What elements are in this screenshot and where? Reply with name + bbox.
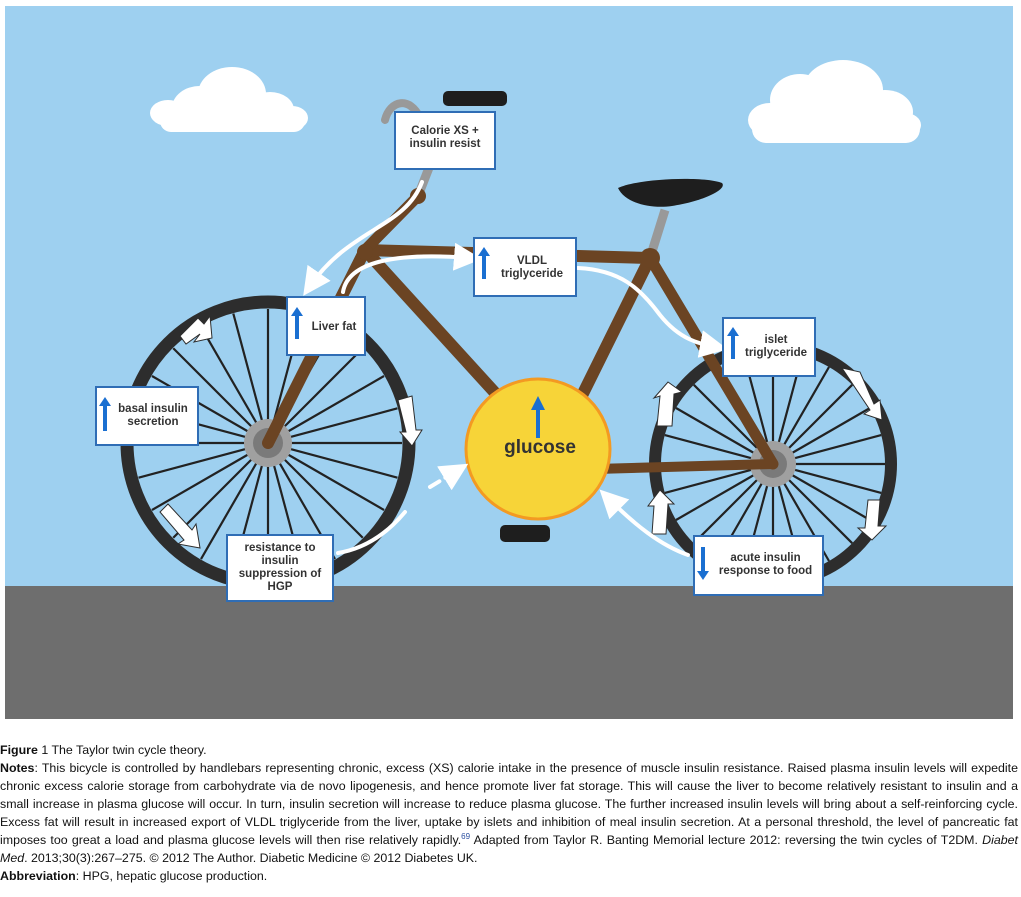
box-calorie-xs: Calorie XS + insulin resist [394,111,496,170]
abbreviation-label: Abbreviation [0,869,76,883]
wheel-spoke [200,326,259,427]
glucose-up-arrowhead [531,396,545,410]
wheel-spoke [200,459,259,560]
wheel-spoke [281,347,364,430]
frame-joint-top [357,244,373,260]
glucose-circle [464,377,612,521]
ground [5,586,1013,719]
bicycle-illustration [5,6,1013,719]
box-liver-fat-label: Liver fat [311,321,357,333]
figure-title: The Taylor twin cycle theory. [51,743,207,757]
wheel-spoke [789,407,871,455]
figure-number: 1 [41,743,49,757]
wheel-rotation-arrows [159,314,888,549]
up-arrow-icon [291,307,303,339]
wheel-spoke [287,407,398,439]
wheel-spoke [281,456,364,539]
bike-seat [618,178,723,207]
flow-arrows [303,180,728,557]
glucose-label: glucose [504,437,576,458]
notes-text: : This bicycle is controlled by handleba… [0,761,1018,847]
cloud-left [150,67,308,132]
wheel-spoke [786,477,853,544]
up-arrow-icon [478,247,490,279]
handlebar-grip [443,91,507,106]
wheel-spoke [782,366,830,448]
wheel-spoke [287,447,398,479]
box-islet: islet triglyceride [722,317,816,377]
box-liver-fat: Liver fat [286,296,366,356]
adapted-text: Adapted from Taylor R. Banting Memorial … [470,833,983,847]
caption-notes: Notes: This bicycle is controlled by han… [0,759,1018,867]
pedal [500,525,550,542]
wheel-spoke [172,347,255,430]
wheel-spoke [693,384,760,451]
wheel-spoke [284,452,385,511]
box-islet-label: islet triglyceride [745,334,807,359]
wheel-spoke [786,384,853,451]
wheel-spoke [664,468,754,495]
abbreviation-text: : HPG, hepatic glucose production. [75,869,268,883]
box-resistance: resistance to insulin suppression of HGP [226,534,334,602]
frame-joint-seat [640,248,660,268]
up-arrow-icon [727,327,739,359]
figure-caption: Figure 1 The Taylor twin cycle theory. N… [0,741,1018,885]
wheel-spoke [232,313,264,424]
journal-name: Diabet Med [0,833,1018,865]
figure-label: Figure [0,743,38,757]
wheel-spoke [284,375,385,434]
cloud-right [748,60,921,143]
citation-text: . 2013;30(3):267–275. © 2012 The Author.… [24,851,478,865]
wheel-spoke [792,433,882,460]
wheel-spoke [138,447,249,479]
wheel-spoke [664,433,754,460]
box-acute-insulin: acute insulin response to food [693,535,824,596]
box-vldl: VLDL triglyceride [473,237,577,297]
wheel-spoke [151,452,252,511]
box-calorie-xs-label: Calorie XS + insulin resist [409,125,481,150]
wheel-spoke [792,468,882,495]
down-arrow-icon [697,547,709,580]
notes-label: Notes [0,761,35,775]
box-basal-insulin-label: basal insulin secretion [118,403,188,428]
box-resistance-label: resistance to insulin suppression of HGP [238,542,322,593]
box-vldl-label: VLDL triglyceride [501,255,563,280]
caption-title-line: Figure 1 The Taylor twin cycle theory. [0,741,1018,759]
wheel-spoke [675,473,757,521]
up-arrow-icon [99,397,111,431]
figure: Calorie XS + insulin resist Liver fat VL… [5,6,1013,719]
reference-link[interactable]: 69 [461,832,471,841]
caption-abbreviation: Abbreviation: HPG, hepatic glucose produ… [0,867,1018,885]
box-basal-insulin: basal insulin secretion [95,386,199,446]
wheel-spoke [151,375,252,434]
wheel-spoke [789,473,871,521]
box-acute-insulin-label: acute insulin response to food [718,552,813,577]
wheel-spoke [675,407,757,455]
wheel-spoke [693,477,760,544]
